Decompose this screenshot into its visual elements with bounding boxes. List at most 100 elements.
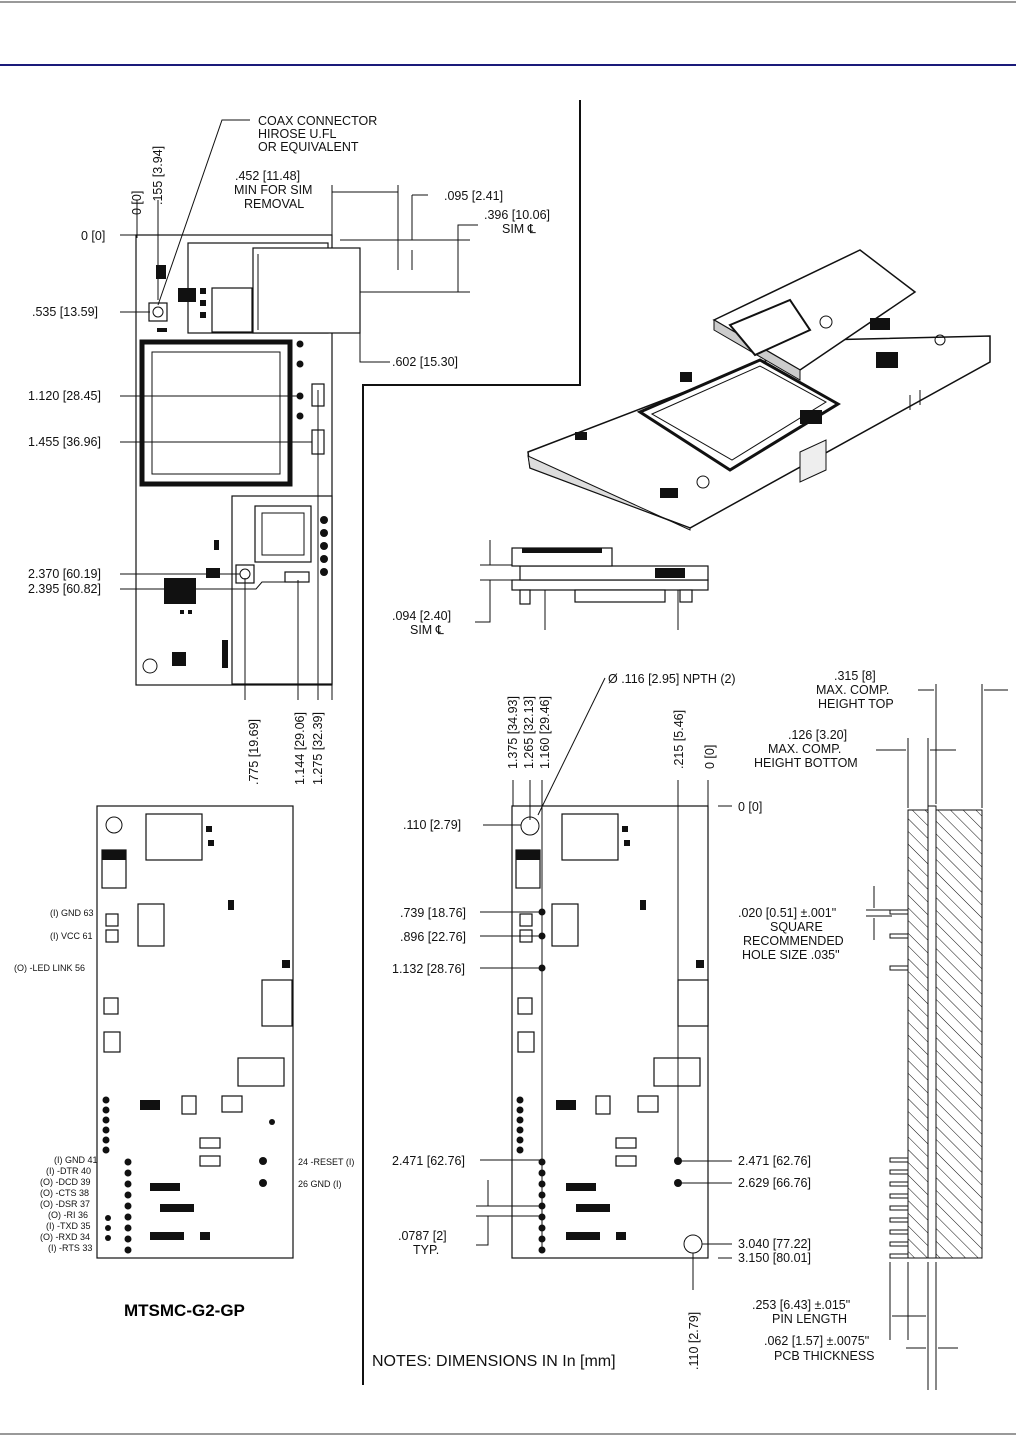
dim-535: .535 [13.59] [32, 305, 98, 319]
side-sim-dim: .094 [2.40] [392, 609, 451, 623]
edge-pin [889, 1169, 909, 1175]
isometric-view [527, 249, 991, 531]
max-height-bottom-1: .126 [3.20] [788, 728, 847, 742]
iso-module-shield [636, 358, 841, 472]
pin-pad [102, 1116, 110, 1124]
pcb-thickness-label: PCB THICKNESS [774, 1349, 875, 1363]
pcb-edge [927, 805, 937, 1259]
bottom-mount-hole [105, 816, 123, 834]
pin-label-40: (I) -DTR 40 [46, 1166, 91, 1176]
module-shield-top [139, 339, 293, 487]
max-height-bottom-2: MAX. COMP. [768, 742, 841, 756]
side-sim-label: SIM ℄ [410, 623, 445, 637]
coax-label-1: COAX CONNECTOR [258, 114, 377, 128]
pin-label-61: (I) VCC 61 [50, 931, 93, 941]
model-title: MTSMC-G2-GP [124, 1301, 245, 1320]
top-155-vertical: .155 [3.94] [151, 146, 165, 205]
edge-pin [889, 965, 909, 971]
square-dim-3: RECOMMENDED [743, 934, 844, 948]
dim-2395: 2.395 [60.82] [28, 582, 101, 596]
edge-pin [889, 1229, 909, 1235]
edge-pin [889, 1193, 909, 1199]
edge-pin [889, 933, 909, 939]
dim-110-bottom: .110 [2.79] [687, 1312, 701, 1370]
square-dim-4: HOLE SIZE .035" [742, 948, 840, 962]
dim-1144: 1.144 [29.06] [293, 712, 307, 785]
dim-2629: 2.629 [66.76] [738, 1176, 811, 1190]
dim-0: 0 [0] [81, 229, 105, 243]
pin-label-26: 26 GND (I) [298, 1179, 342, 1189]
max-height-top-3: HEIGHT TOP [818, 697, 894, 711]
pitch-typ: TYP. [413, 1243, 439, 1257]
sim-removal-3: REMOVAL [244, 197, 304, 211]
pin-length-dim: .253 [6.43] ±.015" [752, 1298, 850, 1312]
pin-pad [124, 1191, 132, 1199]
coax-label-2: HIROSE U.FL [258, 127, 337, 141]
pin-pad [516, 1136, 524, 1144]
dim-2471-right: 2.471 [62.76] [738, 1154, 811, 1168]
dim-2370: 2.370 [60.19] [28, 567, 101, 581]
edge-view: .315 [8] MAX. COMP. HEIGHT TOP .126 [3.2… [738, 669, 1008, 1390]
dim-396: .396 [10.06] [484, 208, 550, 222]
square-dim-1: .020 [0.51] ±.001" [738, 906, 836, 920]
edge-pin [889, 1205, 909, 1211]
edge-pin [889, 1241, 909, 1247]
top-zero-vertical: 0 [0] [130, 191, 144, 215]
pin-pad [105, 1225, 111, 1231]
pin-pad [124, 1224, 132, 1232]
edge-pins [889, 909, 909, 1259]
pin-pad [124, 1246, 132, 1254]
pin-label-34: (O) -RXD 34 [40, 1232, 90, 1242]
side-view: .094 [2.40] SIM ℄ [392, 540, 709, 637]
dim-215: .215 [5.46] [672, 710, 686, 769]
edge-pin [889, 1181, 909, 1187]
pin-label-33: (I) -RTS 33 [48, 1243, 92, 1253]
dim-602: .602 [15.30] [392, 355, 458, 369]
pin-pad [102, 1126, 110, 1134]
dim-095: .095 [2.41] [444, 189, 503, 203]
dim-zero-right: 0 [0] [738, 800, 762, 814]
pin-pad [102, 1106, 110, 1114]
pin-pad [516, 1096, 524, 1104]
pin-label-24: 24 -RESET (I) [298, 1157, 354, 1167]
view-divider [362, 100, 581, 1385]
coax-connector-top [148, 302, 168, 322]
pin-pad [124, 1169, 132, 1177]
pin-pad [102, 1096, 110, 1104]
max-height-bottom-3: HEIGHT BOTTOM [754, 756, 858, 770]
top-view: COAX CONNECTOR HIROSE U.FL OR EQUIVALENT… [28, 114, 550, 785]
pin-pad [516, 1106, 524, 1114]
dim-110: .110 [2.79] [403, 818, 461, 832]
dim-0-vertical: 0 [0] [703, 745, 717, 769]
dim-1375: 1.375 [34.93] [506, 696, 520, 769]
max-height-top-2: MAX. COMP. [816, 683, 889, 697]
sim-removal-1: .452 [11.48] [235, 169, 300, 183]
dim-2471-left: 2.471 [62.76] [392, 1154, 465, 1168]
dim-1275: 1.275 [32.39] [311, 712, 325, 785]
pin-label-63: (I) GND 63 [50, 908, 94, 918]
dim-3150: 3.150 [80.01] [738, 1251, 811, 1265]
dim-1160: 1.160 [29.46] [538, 696, 552, 769]
pin-pad [516, 1116, 524, 1124]
pcb-thickness-dim: .062 [1.57] ±.0075" [764, 1334, 869, 1348]
sim-slot [211, 287, 253, 333]
mount-hole-top [142, 658, 158, 674]
edge-pin [889, 909, 909, 915]
edge-pin [889, 1157, 909, 1163]
dim-board [511, 805, 709, 1259]
edge-pin [889, 1253, 909, 1259]
top-left-dims: 0 [0] .535 [13.59] 1.120 [28.45] 1.455 [… [28, 229, 312, 596]
dim-right-labels: 2.471 [62.76] 2.629 [66.76] 3.040 [77.22… [678, 1154, 811, 1265]
pin-pad [102, 1146, 110, 1154]
pin-label-38: (O) -CTS 38 [40, 1188, 89, 1198]
notes: NOTES: DIMENSIONS IN In [mm] [372, 1353, 616, 1370]
pin-label-37: (O) -DSR 37 [40, 1199, 90, 1209]
dim-1132: 1.132 [28.76] [392, 962, 465, 976]
bottom-left-pin-labels: (I) GND 63 (I) VCC 61 (O) -LED LINK 56 (… [14, 908, 98, 1253]
sim-removal-2: MIN FOR SIM [234, 183, 312, 197]
bottom-view: (I) GND 63 (I) VCC 61 (O) -LED LINK 56 (… [14, 805, 354, 1320]
dim-396-sim: SIM ℄ [502, 222, 537, 236]
pin-pad [102, 1136, 110, 1144]
dimension-view: 1.375 [34.93] 1.265 [32.13] 1.160 [29.46… [392, 672, 811, 1370]
